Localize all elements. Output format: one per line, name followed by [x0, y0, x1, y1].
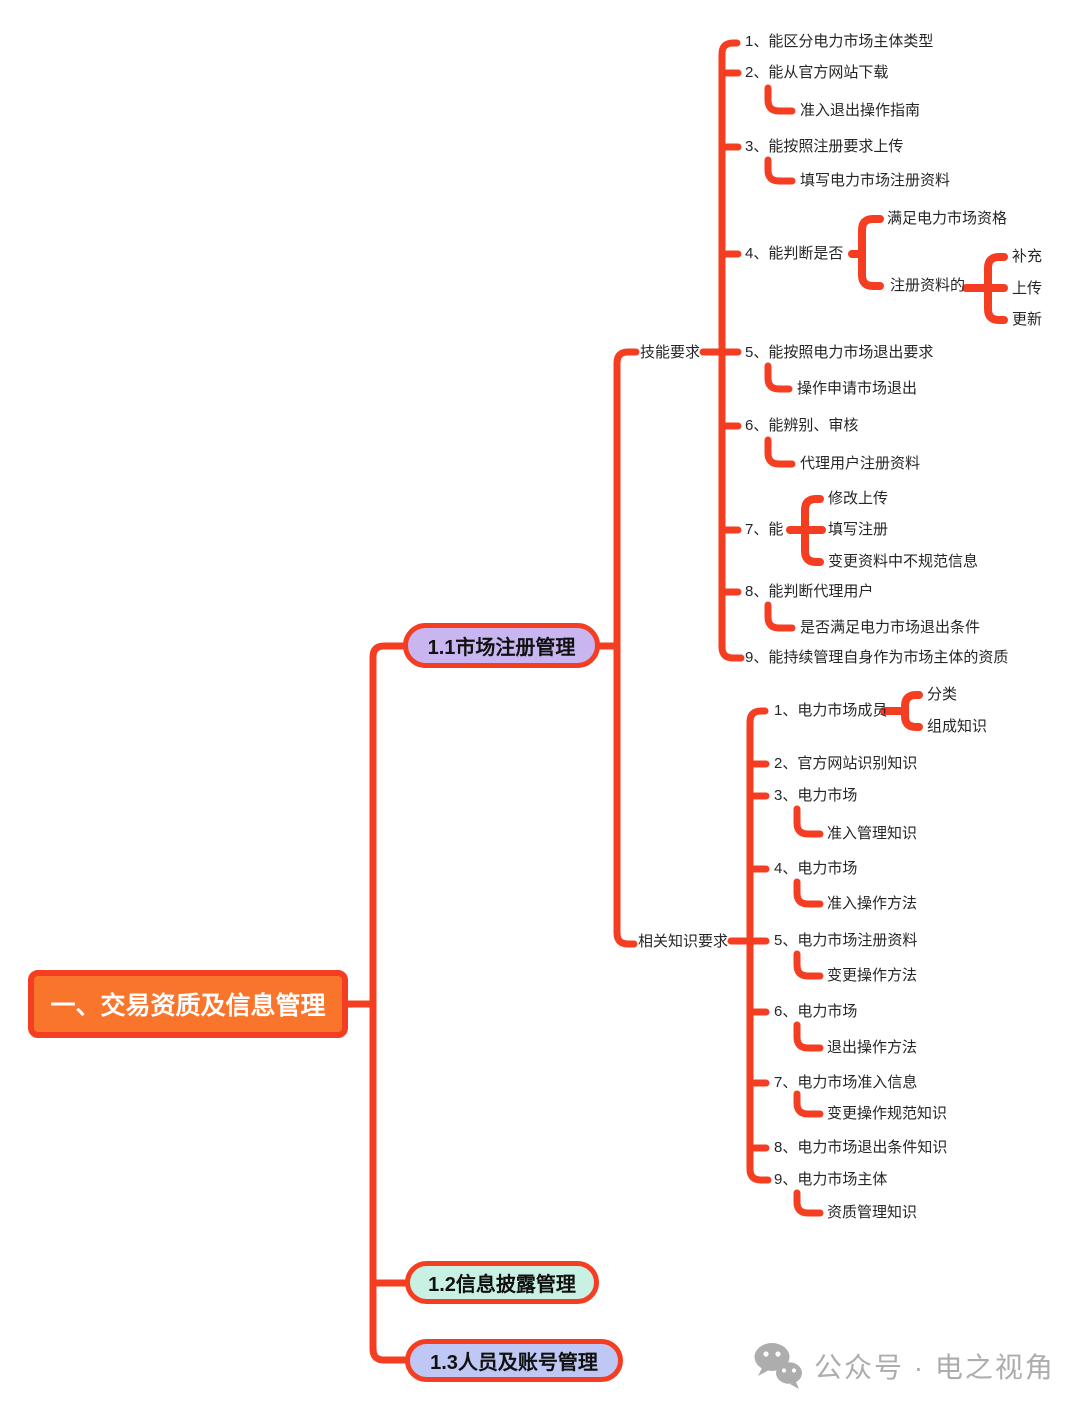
skill-item-8-child[interactable]: 是否满足电力市场退出条件: [800, 619, 981, 636]
skill-item-7[interactable]: 7、能: [745, 521, 784, 538]
knowledge-item-7[interactable]: 7、电力市场准入信息: [774, 1074, 918, 1091]
knowledge-item-6[interactable]: 6、电力市场: [774, 1003, 858, 1020]
skill-item-4-grandchild-1[interactable]: 补充: [1012, 248, 1043, 265]
knowledge-item-1-child-2[interactable]: 组成知识: [927, 718, 988, 735]
skill-item-4-grandchild-3[interactable]: 更新: [1012, 311, 1043, 328]
root-node[interactable]: 一、交易资质及信息管理: [28, 970, 348, 1038]
skill-item-4[interactable]: 4、能判断是否: [745, 245, 844, 262]
wechat-icon: [754, 1343, 802, 1389]
knowledge-item-1-child-1[interactable]: 分类: [927, 686, 958, 703]
knowledge-item-3-child[interactable]: 准入管理知识: [827, 825, 918, 842]
skill-item-6-child[interactable]: 代理用户注册资料: [800, 455, 921, 472]
skill-item-1[interactable]: 1、能区分电力市场主体类型: [745, 33, 934, 50]
branch-node-1-1[interactable]: 1.1市场注册管理: [403, 623, 600, 668]
skill-item-7-child-1[interactable]: 修改上传: [828, 490, 889, 507]
skill-item-5[interactable]: 5、能按照电力市场退出要求: [745, 344, 934, 361]
skill-item-7-child-2[interactable]: 填写注册: [828, 521, 889, 538]
branch-node-1-2[interactable]: 1.2信息披露管理: [405, 1261, 599, 1304]
knowledge-item-4-child[interactable]: 准入操作方法: [827, 895, 918, 912]
skill-item-8[interactable]: 8、能判断代理用户: [745, 583, 874, 600]
skill-item-9[interactable]: 9、能持续管理自身作为市场主体的资质: [745, 649, 1009, 666]
knowledge-item-3[interactable]: 3、电力市场: [774, 787, 858, 804]
watermark-text: 公众号 · 电之视角: [814, 1352, 1055, 1383]
skill-item-4-child-1[interactable]: 满足电力市场资格: [887, 210, 1008, 227]
knowledge-item-1[interactable]: 1、电力市场成员: [774, 702, 888, 719]
skill-item-5-child[interactable]: 操作申请市场退出: [797, 380, 918, 397]
knowledge-item-5[interactable]: 5、电力市场注册资料: [774, 932, 918, 949]
skill-requirements-label[interactable]: 技能要求: [640, 344, 701, 361]
knowledge-item-9[interactable]: 9、电力市场主体: [774, 1171, 888, 1188]
knowledge-item-4[interactable]: 4、电力市场: [774, 860, 858, 877]
branch-node-1-3[interactable]: 1.3人员及账号管理: [405, 1339, 623, 1382]
knowledge-requirements-label[interactable]: 相关知识要求: [638, 933, 729, 950]
skill-item-2-child[interactable]: 准入退出操作指南: [800, 102, 921, 119]
knowledge-item-6-child[interactable]: 退出操作方法: [827, 1039, 918, 1056]
skill-item-2[interactable]: 2、能从官方网站下载: [745, 64, 889, 81]
knowledge-item-8[interactable]: 8、电力市场退出条件知识: [774, 1139, 948, 1156]
knowledge-item-2[interactable]: 2、官方网站识别知识: [774, 755, 918, 772]
skill-item-7-child-3[interactable]: 变更资料中不规范信息: [828, 553, 979, 570]
knowledge-item-7-child[interactable]: 变更操作规范知识: [827, 1105, 948, 1122]
brace-connectors: [786, 215, 1008, 731]
knowledge-item-5-child[interactable]: 变更操作方法: [827, 967, 918, 984]
watermark: 公众号 · 电之视角: [752, 1342, 1055, 1390]
skill-item-4-child-2[interactable]: 注册资料的: [890, 277, 966, 294]
skill-item-3-child[interactable]: 填写电力市场注册资料: [800, 172, 951, 189]
branch-connectors: [340, 39, 824, 1364]
skill-item-6[interactable]: 6、能辨别、审核: [745, 417, 859, 434]
skill-item-4-grandchild-2[interactable]: 上传: [1012, 280, 1043, 297]
knowledge-item-9-child[interactable]: 资质管理知识: [827, 1204, 918, 1221]
skill-item-3[interactable]: 3、能按照注册要求上传: [745, 138, 904, 155]
